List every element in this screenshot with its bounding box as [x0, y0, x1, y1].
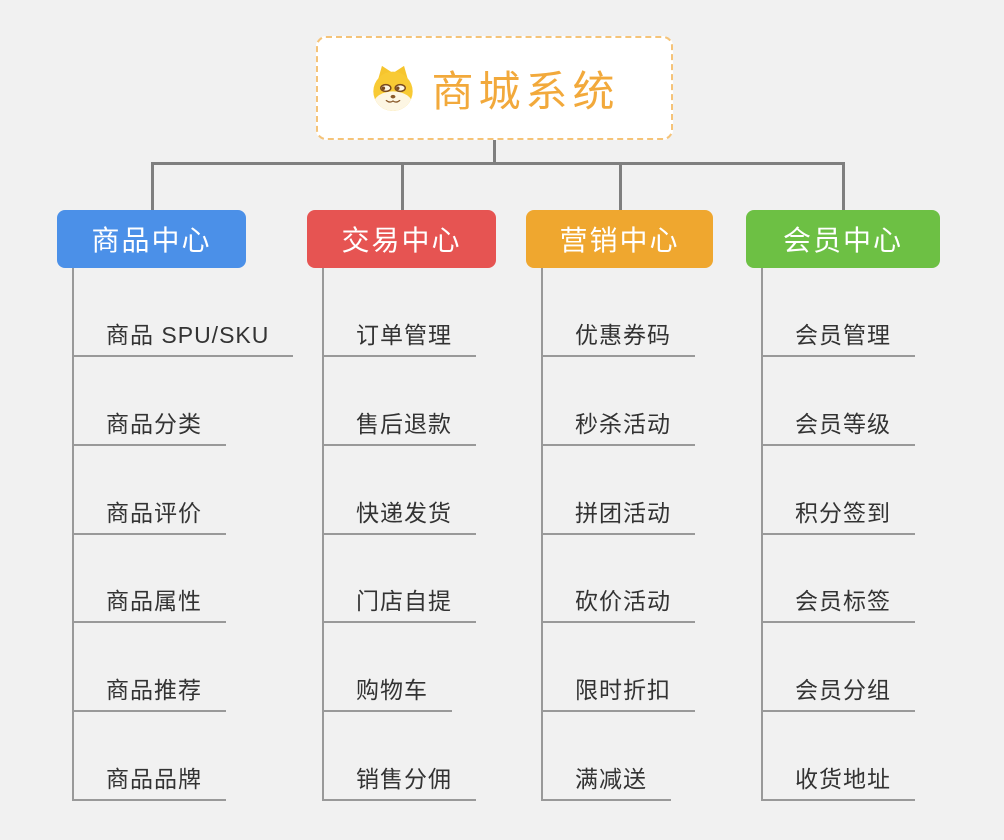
- child-topic[interactable]: 秒杀活动: [541, 411, 695, 446]
- child-topic-label: 商品推荐: [106, 677, 202, 703]
- connector-line: [842, 162, 845, 210]
- branch-label: 会员中心: [782, 225, 903, 256]
- branch-label: 交易中心: [341, 225, 462, 256]
- child-topic-label: 限时折扣: [575, 677, 671, 703]
- child-topic-label: 拼团活动: [575, 500, 671, 526]
- child-topic-label: 商品评价: [106, 500, 202, 526]
- child-topic[interactable]: 销售分佣: [322, 766, 476, 801]
- child-topic-label: 砍价活动: [575, 588, 671, 614]
- connector-line: [151, 162, 844, 165]
- child-topic-label: 商品属性: [106, 588, 202, 614]
- child-topic[interactable]: 快递发货: [322, 500, 476, 535]
- child-topic-label: 秒杀活动: [575, 411, 671, 437]
- child-topic[interactable]: 会员管理: [761, 322, 915, 357]
- child-topic-label: 会员等级: [795, 411, 891, 437]
- branch-label: 营销中心: [559, 225, 680, 256]
- child-topic-label: 门店自提: [356, 588, 452, 614]
- child-topic-label: 商品分类: [106, 411, 202, 437]
- child-topic[interactable]: 购物车: [322, 677, 452, 712]
- child-topic[interactable]: 会员等级: [761, 411, 915, 446]
- connector-line: [493, 140, 496, 165]
- child-topic[interactable]: 订单管理: [322, 322, 476, 357]
- child-topic[interactable]: 商品评价: [72, 500, 226, 535]
- child-topic[interactable]: 商品推荐: [72, 677, 226, 712]
- child-topic[interactable]: 会员分组: [761, 677, 915, 712]
- child-topic-label: 商品品牌: [106, 766, 202, 792]
- branch-topic-1[interactable]: 商品中心: [57, 210, 246, 268]
- child-topic-label: 售后退款: [356, 411, 452, 437]
- child-topic[interactable]: 售后退款: [322, 411, 476, 446]
- child-topic-label: 快递发货: [356, 500, 452, 526]
- child-topic[interactable]: 优惠券码: [541, 322, 695, 357]
- child-topic[interactable]: 砍价活动: [541, 588, 695, 623]
- branch-topic-3[interactable]: 营销中心: [526, 210, 713, 268]
- child-topic[interactable]: 会员标签: [761, 588, 915, 623]
- branch-label: 商品中心: [91, 225, 212, 256]
- child-topic[interactable]: 满减送: [541, 766, 671, 801]
- child-topic[interactable]: 商品属性: [72, 588, 226, 623]
- child-topic[interactable]: 商品分类: [72, 411, 226, 446]
- root-topic[interactable]: 商城系统: [316, 36, 673, 140]
- branch-topic-2[interactable]: 交易中心: [307, 210, 496, 268]
- child-topic[interactable]: 拼团活动: [541, 500, 695, 535]
- child-topic-label: 收货地址: [795, 766, 891, 792]
- connector-line: [151, 162, 154, 210]
- child-topic-label: 会员分组: [795, 677, 891, 703]
- child-topic-label: 满减送: [575, 766, 647, 792]
- child-topic-label: 商品 SPU/SKU: [106, 322, 270, 348]
- child-topic[interactable]: 商品 SPU/SKU: [72, 322, 294, 357]
- branch-topic-4[interactable]: 会员中心: [746, 210, 940, 268]
- child-topic[interactable]: 门店自提: [322, 588, 476, 623]
- child-topic-label: 优惠券码: [575, 322, 671, 348]
- child-topic-label: 积分签到: [795, 500, 891, 526]
- child-topic-label: 订单管理: [356, 322, 452, 348]
- child-topic-label: 购物车: [356, 677, 428, 703]
- connector-line: [619, 162, 622, 210]
- connector-line: [401, 162, 404, 210]
- child-topic[interactable]: 积分签到: [761, 500, 915, 535]
- child-topic-label: 会员管理: [795, 322, 891, 348]
- child-topic[interactable]: 限时折扣: [541, 677, 695, 712]
- child-topic-label: 销售分佣: [356, 766, 452, 792]
- child-topic[interactable]: 商品品牌: [72, 766, 226, 801]
- root-title: 商城系统: [431, 67, 620, 115]
- dog-face-icon: [373, 65, 414, 112]
- child-topic-label: 会员标签: [795, 588, 891, 614]
- child-topic[interactable]: 收货地址: [761, 766, 915, 801]
